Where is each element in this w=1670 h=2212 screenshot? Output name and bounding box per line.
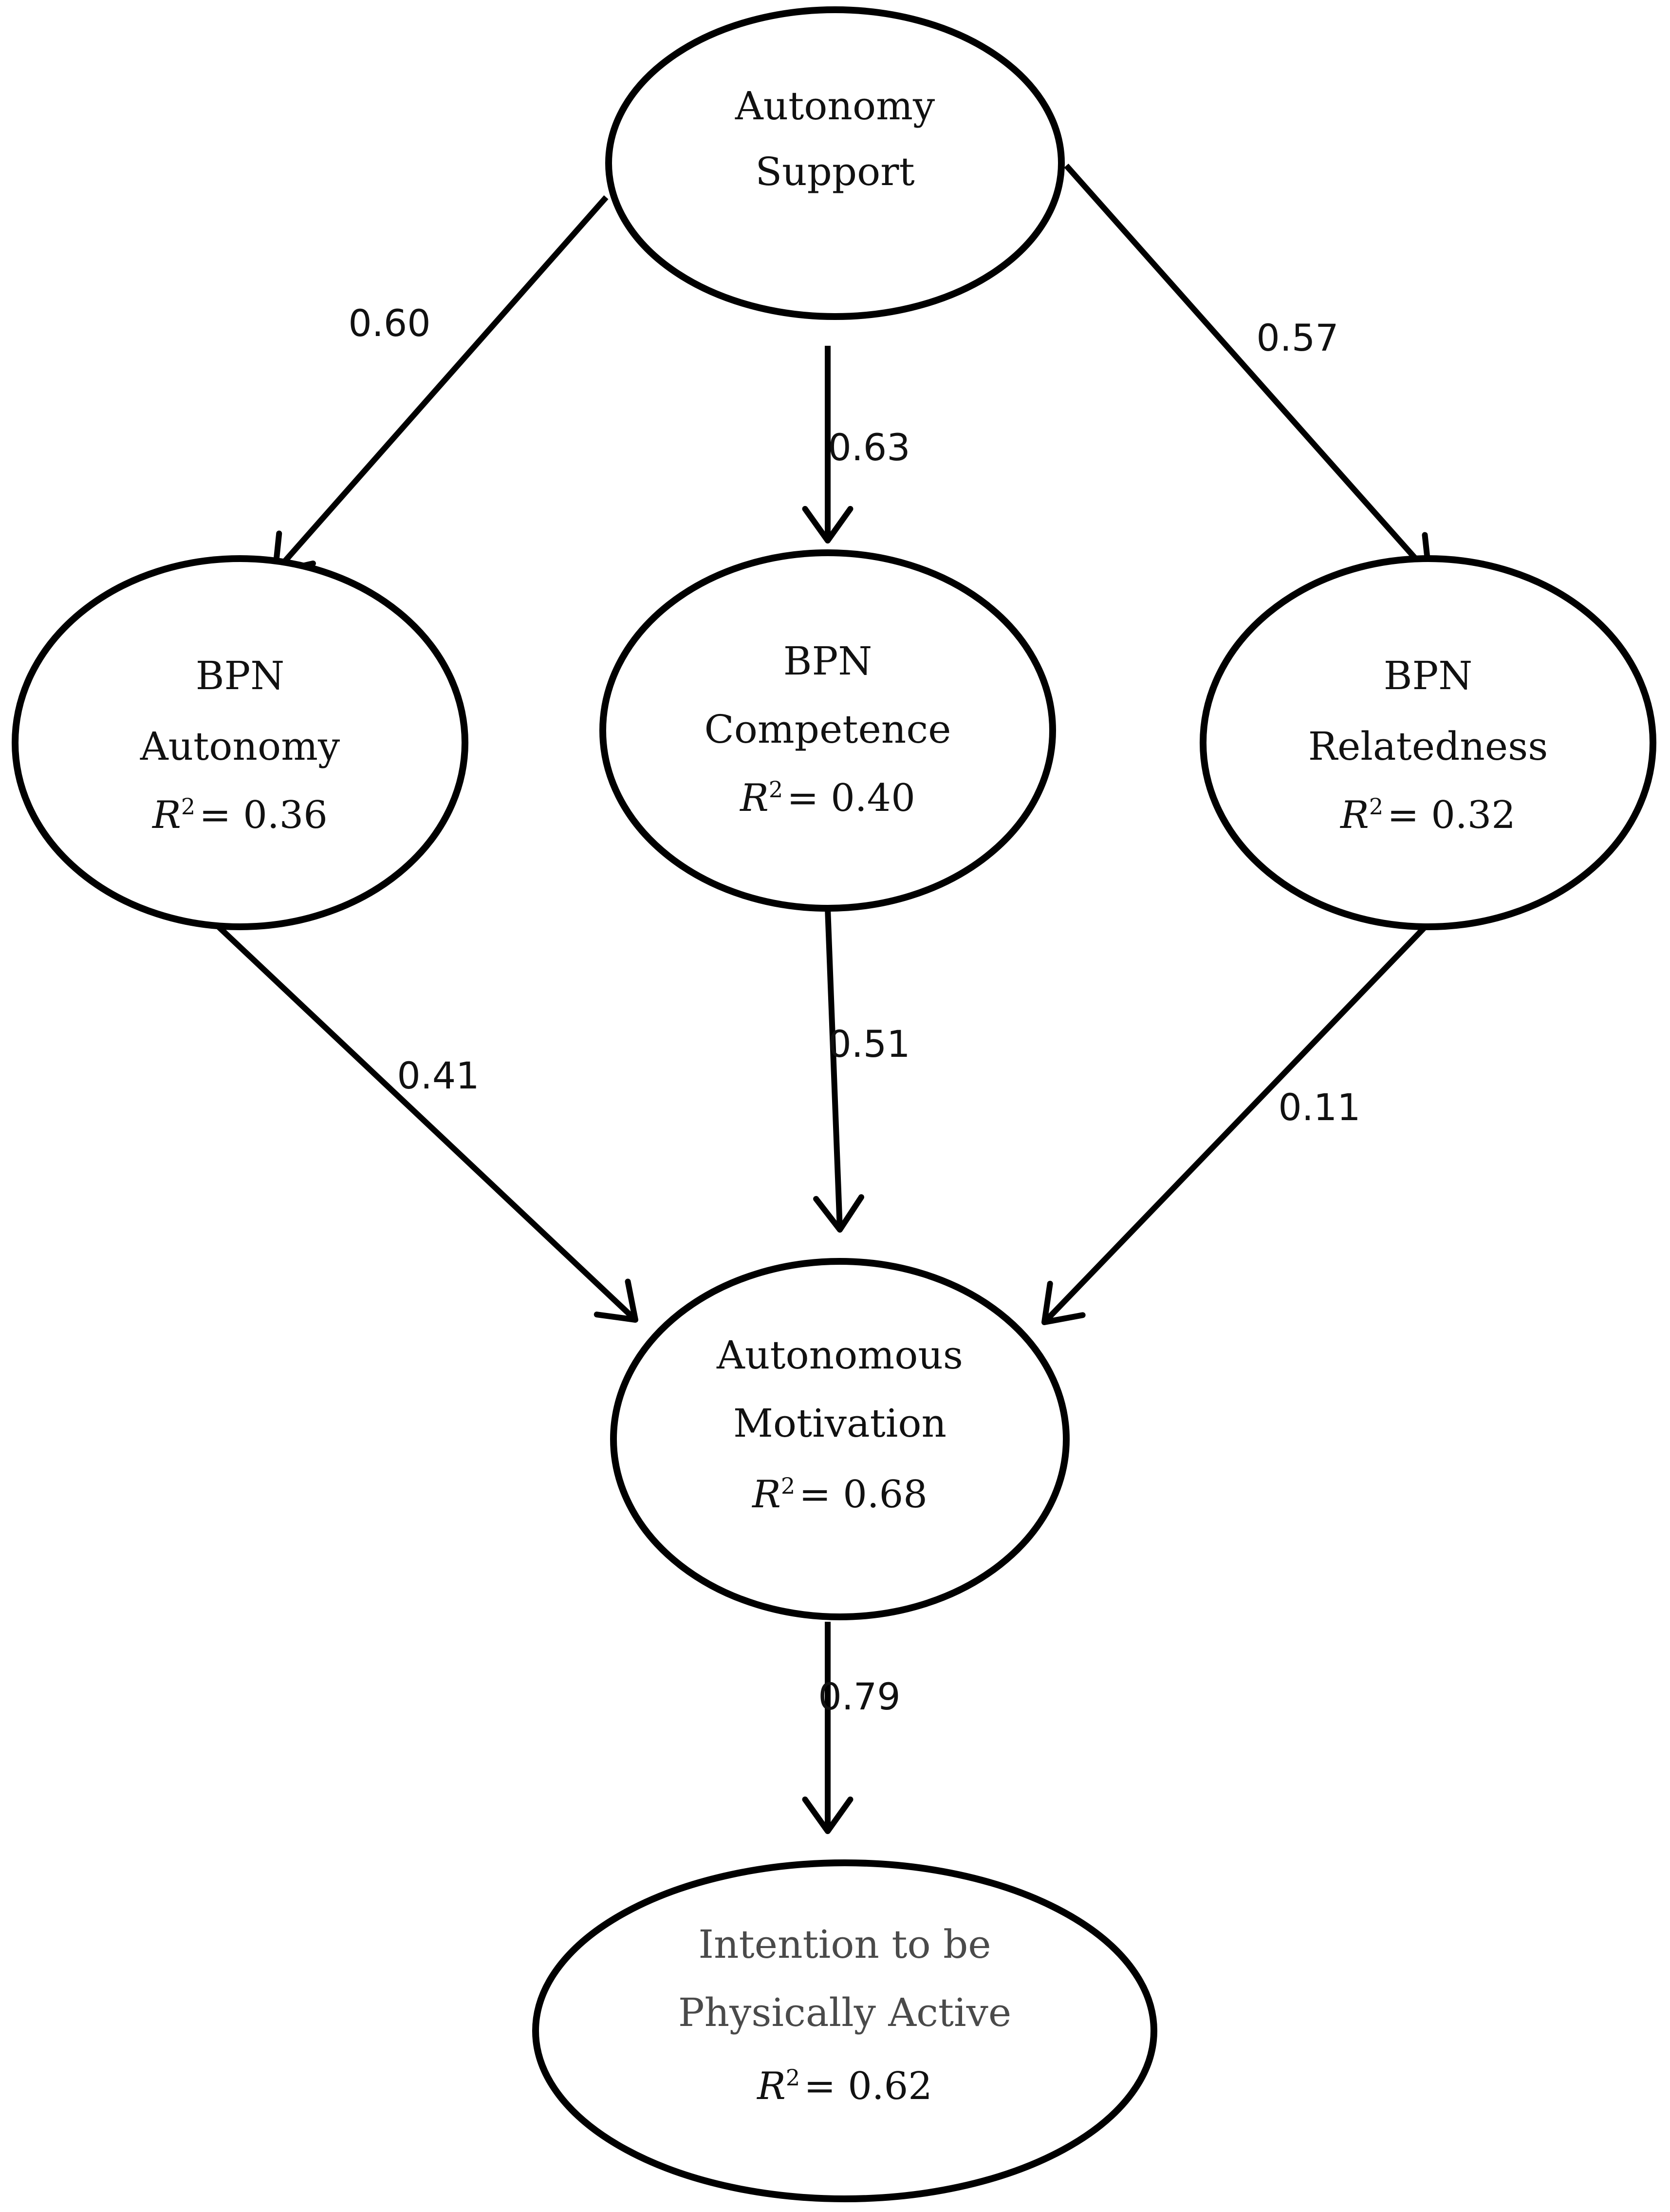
node-r2-label: R2= 0.62 <box>756 2064 932 2108</box>
node-ellipse <box>12 555 468 930</box>
edge-line <box>209 918 638 1322</box>
edge-autonomous-motivation-to-intention <box>802 1622 854 1834</box>
node-label-line: Competence <box>705 707 951 752</box>
node-r2-label: R2= 0.68 <box>751 1473 928 1517</box>
node-label-line: BPN <box>1384 653 1473 698</box>
node-r2-label: R2= 0.32 <box>1339 793 1516 837</box>
edge-line <box>825 908 843 1230</box>
edge-labels-layer: 0.60 0.63 0.57 0.41 0.51 0.11 0.79 <box>348 301 1360 1718</box>
node-label-line: Autonomous <box>716 1332 963 1378</box>
edge-autonomy-support-to-bpn-autonomy <box>272 195 609 575</box>
edge-bpn-competence-to-autonomous-motivation <box>813 908 864 1233</box>
node-label-line: Motivation <box>733 1401 946 1446</box>
node-label-line: BPN <box>783 638 872 684</box>
edge-coefficient-label: 0.79 <box>818 1675 900 1718</box>
node-ellipse <box>1200 555 1656 930</box>
node-label-line: Physically Active <box>678 1990 1011 2035</box>
node-ellipse <box>599 549 1056 912</box>
node-ellipse <box>532 1859 1157 2202</box>
node-r2-label: R2= 0.36 <box>151 793 328 837</box>
node-r2-label: R2= 0.40 <box>739 776 915 820</box>
edge-coefficient-label: 0.63 <box>828 426 910 469</box>
edge-coefficient-label: 0.41 <box>397 1054 479 1097</box>
edge-coefficient-label: 0.60 <box>348 301 430 345</box>
node-label-line: Relatedness <box>1308 724 1548 769</box>
node-ellipse <box>605 6 1065 320</box>
edge-coefficient-label: 0.11 <box>1278 1086 1360 1129</box>
edge-coefficient-label: 0.51 <box>828 1022 910 1066</box>
arrowhead <box>813 1194 864 1233</box>
node-label-line: Autonomy <box>735 83 935 129</box>
edge-bpn-autonomy-to-autonomous-motivation <box>209 918 638 1323</box>
edge-bpn-relatedness-to-autonomous-motivation <box>1041 920 1431 1325</box>
edge-autonomy-support-to-bpn-competence <box>802 346 854 544</box>
node-label-line: Support <box>755 149 914 194</box>
edge-line <box>1042 920 1431 1325</box>
node-label-line: BPN <box>196 653 285 698</box>
edge-autonomy-support-to-bpn-relatedness <box>1064 164 1432 577</box>
edge-coefficient-label: 0.57 <box>1256 316 1338 359</box>
arrowhead <box>802 1796 854 1834</box>
node-label-line: Intention to be <box>698 1922 991 1967</box>
node-ellipse <box>610 1258 1070 1620</box>
edge-line <box>273 195 609 574</box>
arrowhead <box>594 1278 638 1323</box>
arrowhead <box>802 506 854 544</box>
node-label-line: Autonomy <box>140 724 340 769</box>
arrowhead <box>1041 1280 1086 1325</box>
edge-line <box>1064 164 1431 576</box>
